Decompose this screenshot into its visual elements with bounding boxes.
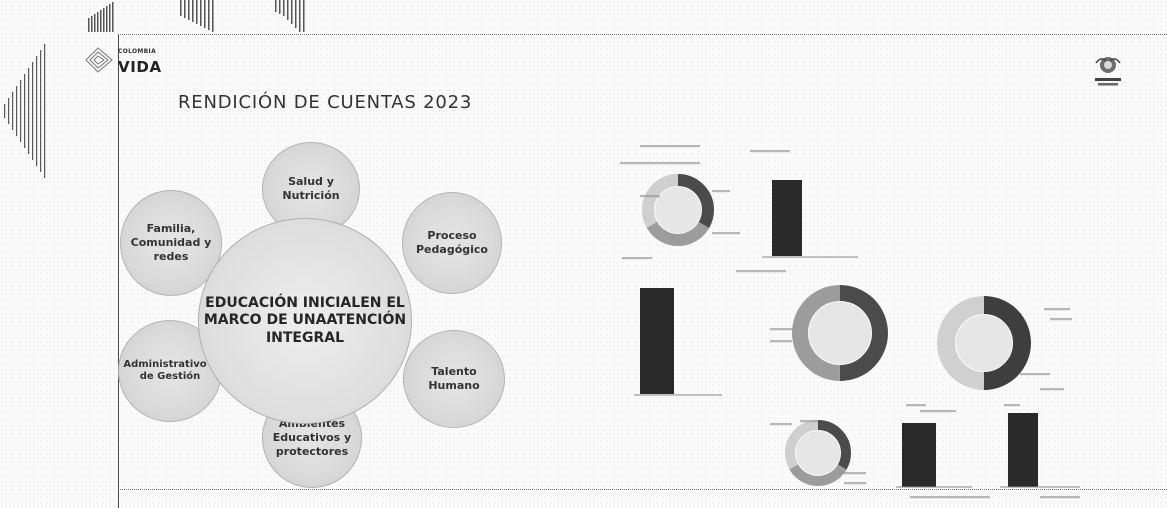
faint-annotation-15 — [800, 420, 818, 423]
faint-annotation-9 — [770, 340, 792, 343]
faint-annotation-2 — [640, 195, 660, 198]
faint-annotation-7 — [736, 270, 786, 273]
component-label-line: Salud y — [288, 175, 334, 189]
faint-annotation-4 — [712, 232, 740, 235]
brand-logo: COLOMBIA VIDA — [118, 48, 178, 82]
component-label-line: redes — [153, 249, 189, 263]
donut-chart-1-hole — [655, 187, 701, 233]
faint-annotation-12 — [1020, 373, 1050, 376]
scan-artifact-stripes — [88, 0, 305, 32]
donut-chart-4-hole — [796, 431, 840, 475]
faint-annotation-5 — [750, 150, 790, 153]
donut-chart-4-slice — [785, 420, 851, 486]
faint-annotation-16 — [840, 472, 866, 475]
faint-annotation-20 — [1004, 404, 1020, 407]
center-hub: EDUCACIÓN INICIALEN EL MARCO DE UNAATENC… — [198, 218, 412, 424]
brand-mark-icon — [85, 47, 113, 73]
bar-chart-1-bar — [772, 180, 802, 256]
donut-chart-2-slice — [792, 285, 888, 381]
component-label-line: Proceso — [427, 229, 477, 243]
faint-annotation-6 — [622, 257, 652, 260]
hub-label-line: EDUCACIÓN INICIAL — [205, 294, 361, 311]
faint-annotation-19 — [920, 410, 956, 413]
faint-annotation-18 — [906, 404, 926, 407]
donut-chart-4-slice — [785, 420, 851, 486]
component-label-line: Nutrición — [282, 189, 340, 202]
component-label-line: Educativos y — [272, 431, 352, 445]
donut-chart-1-slice — [642, 174, 714, 246]
component-label-line: de Gestión — [139, 371, 201, 382]
bar-chart-4-bar — [1008, 413, 1038, 487]
top-divider — [118, 34, 1167, 35]
bar-chart-3-bar — [902, 423, 936, 487]
faint-annotation-1 — [640, 145, 700, 148]
component-label-line: Familia, — [146, 222, 196, 236]
charts-canvas — [620, 145, 1080, 499]
faint-annotation-8 — [770, 328, 794, 331]
faint-annotation-21 — [910, 496, 990, 499]
institution-seal-icon — [1095, 57, 1121, 86]
donut-chart-3-hole — [956, 315, 1012, 371]
component-label-line: protectores — [275, 444, 349, 458]
faint-annotation-22 — [1040, 496, 1080, 499]
component-label-line: Talento — [431, 365, 477, 379]
donut-chart-1-slice — [642, 174, 714, 246]
chart-marks — [620, 145, 1080, 499]
page-title: RENDICIÓN DE CUENTAS 2023 — [178, 92, 473, 113]
bar-chart-2-bar — [640, 288, 674, 394]
brand-name: VIDA — [118, 58, 162, 76]
component-label-line: Administrativo y — [123, 358, 217, 370]
faint-annotation-14 — [770, 423, 792, 426]
component-label-line: Comunidad y — [130, 236, 212, 250]
donut-chart-2-hole — [809, 302, 871, 364]
scan-artifact-triangle — [4, 44, 46, 178]
brand-small-text: COLOMBIA — [118, 48, 157, 55]
faint-annotation-0 — [620, 162, 700, 165]
component-label-line: Humano — [428, 379, 480, 392]
hub-label-line: EN EL MARCO DE UNA — [203, 294, 405, 329]
faint-annotation-11 — [1050, 318, 1072, 321]
component-label-line: Pedagógico — [416, 243, 488, 256]
slide-frame — [118, 34, 1167, 508]
faint-annotation-13 — [1040, 388, 1064, 391]
hub-label-line: ATENCIÓN INTEGRAL — [265, 312, 407, 346]
faint-annotation-17 — [844, 482, 866, 485]
bottom-divider — [118, 489, 1167, 490]
donut-chart-3-slice — [937, 296, 1031, 390]
faint-annotation-10 — [1044, 308, 1070, 311]
faint-annotation-3 — [712, 190, 730, 193]
